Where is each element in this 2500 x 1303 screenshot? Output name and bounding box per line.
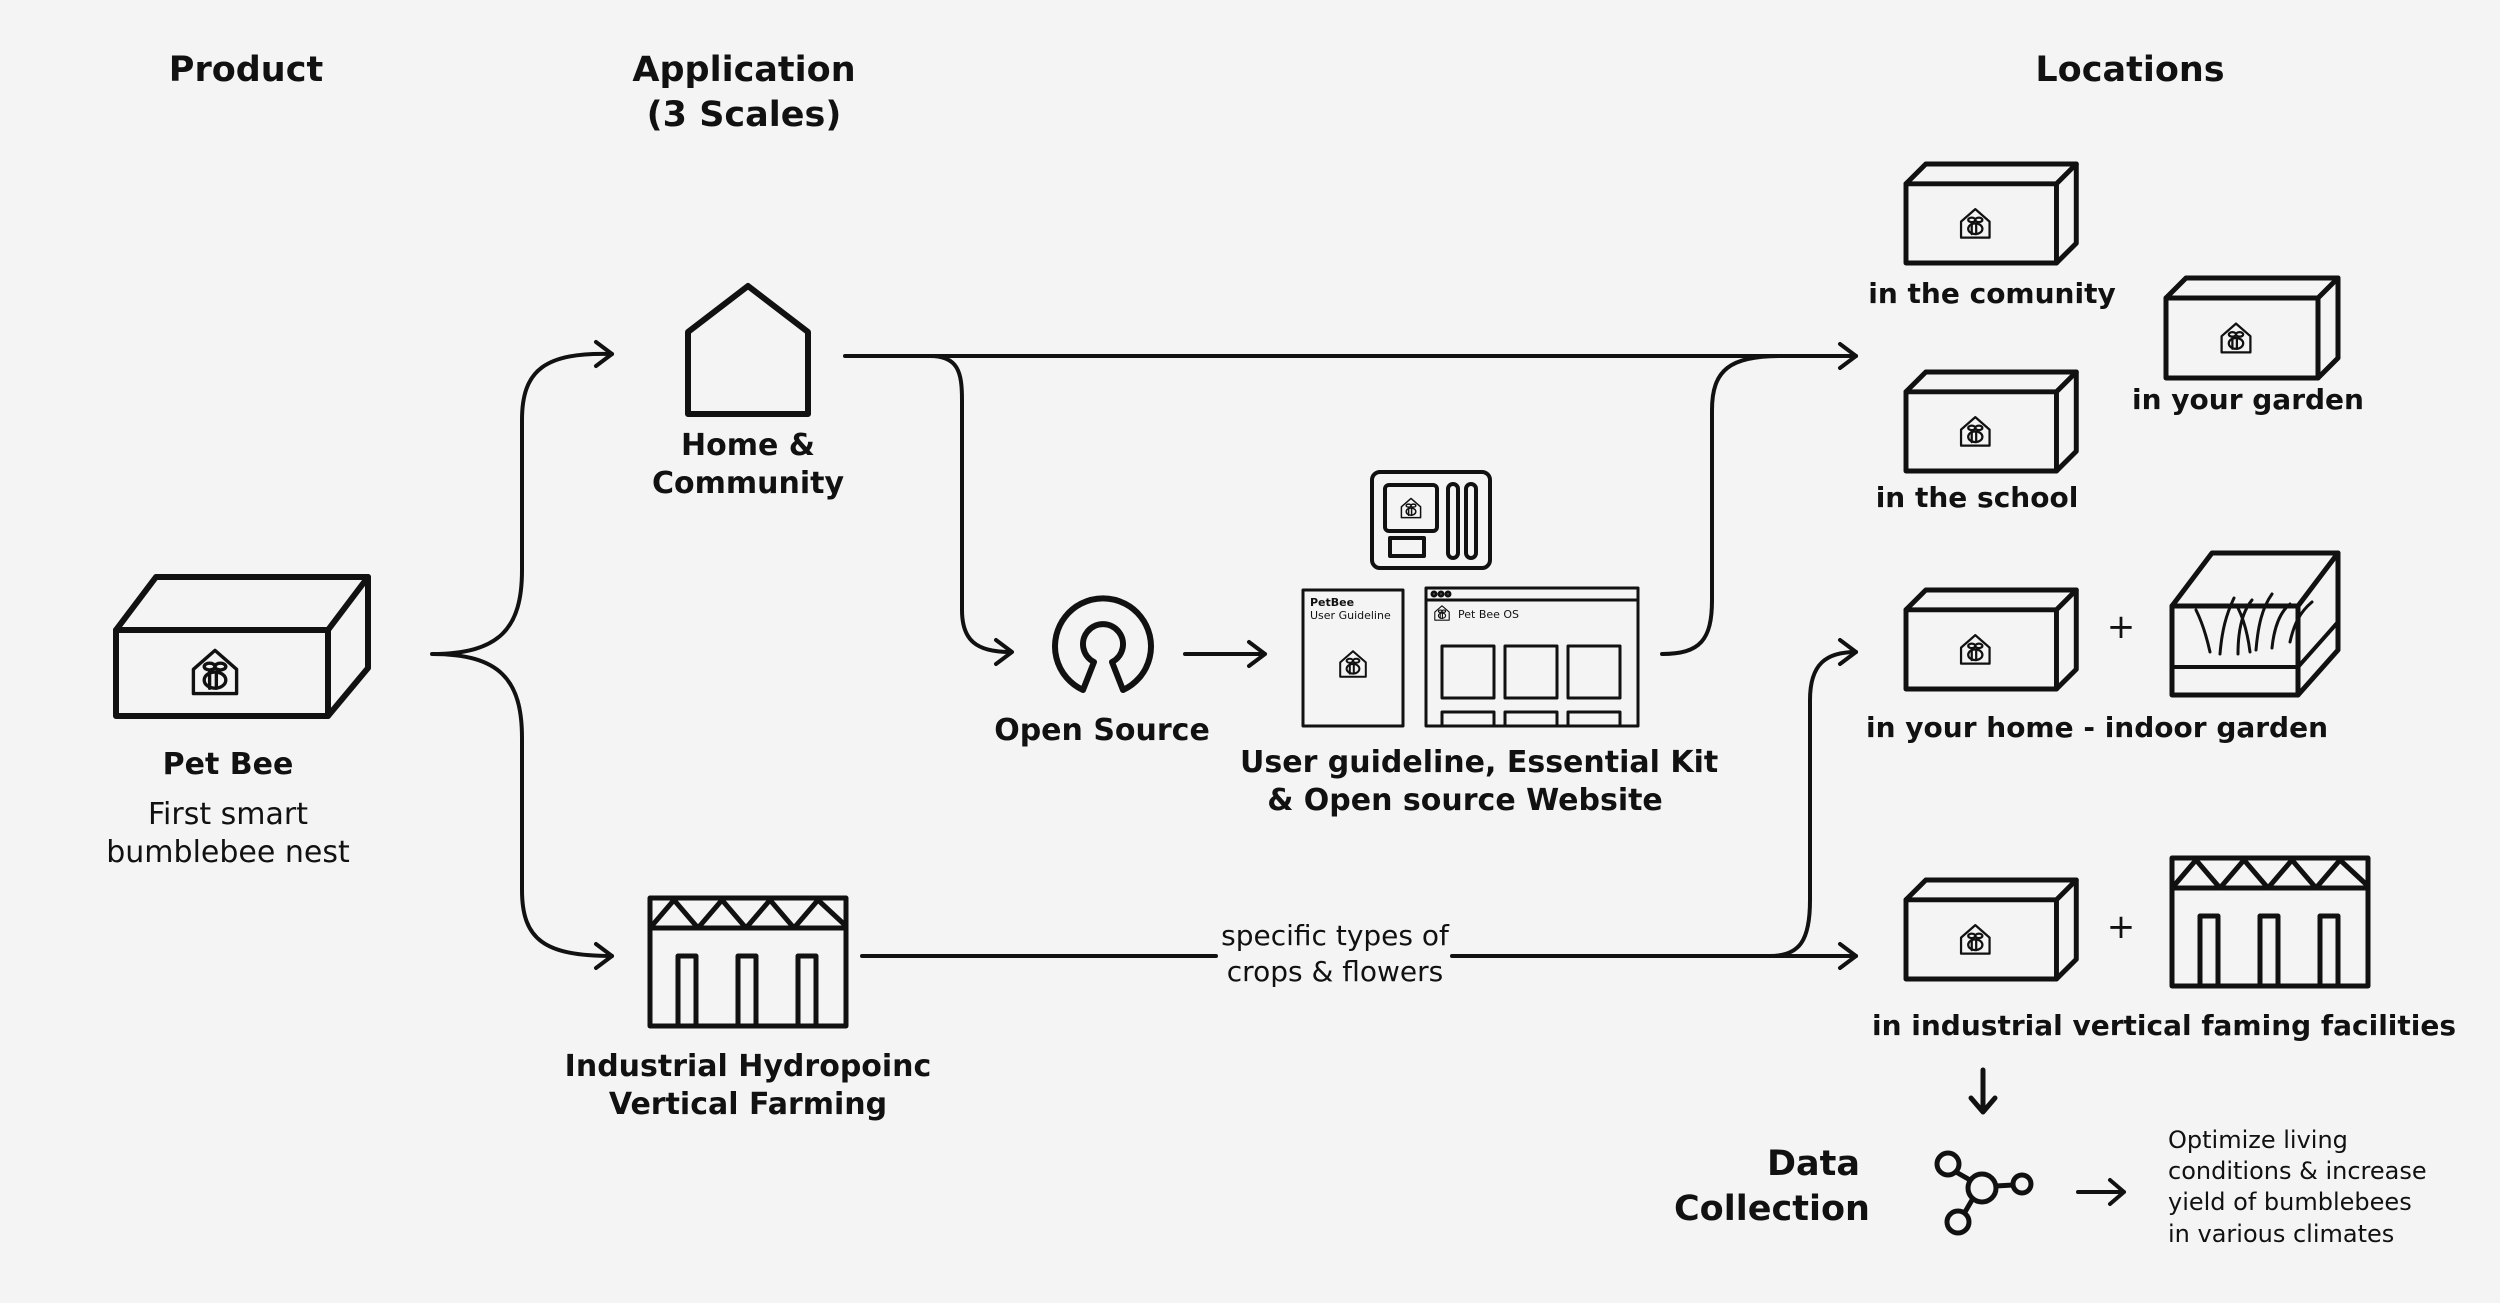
greenhouse-icon xyxy=(650,898,846,1026)
header-application: Application(3 Scales) xyxy=(632,50,856,135)
data-collection-outcome: Optimize living conditions & increase yi… xyxy=(2168,1126,2427,1248)
plus-sign: + xyxy=(2106,907,2136,947)
open-source-icon xyxy=(1052,595,1154,693)
school-nest-icon xyxy=(1906,372,2076,471)
location-school-label: in the school xyxy=(1875,481,2079,514)
header-locations: Locations xyxy=(2035,50,2225,90)
kit-label: User guideline, Essential Kit& Open sour… xyxy=(1240,745,1719,819)
arrowhead xyxy=(1838,942,1858,970)
arrowhead xyxy=(1838,342,1858,370)
open-source-to-locations-line xyxy=(1660,354,1782,656)
application-home-label: Home &Community xyxy=(651,428,845,502)
location-garden-label: in your garden xyxy=(2132,383,2364,416)
community-nest-icon xyxy=(1906,164,2076,263)
svg-text:Pet Bee OS: Pet Bee OS xyxy=(1458,608,1519,621)
industrial-nest-icon xyxy=(1906,880,2076,979)
booklet-icon: PetBee User Guideline xyxy=(1301,588,1405,728)
location-community-label: in the comunity xyxy=(1868,277,2116,310)
product-name: Pet Bee xyxy=(162,747,294,782)
house-icon xyxy=(685,283,811,417)
plus-sign: + xyxy=(2106,607,2136,647)
svg-text:User Guideline: User Guideline xyxy=(1310,609,1391,622)
arrow xyxy=(2076,1178,2126,1206)
garden-nest-icon xyxy=(2166,278,2338,378)
nest-box-icon xyxy=(113,574,371,719)
location-industrial-label: in industrial vertical faming facilities xyxy=(1872,1009,2457,1042)
open-source-label: Open Source xyxy=(994,713,1210,748)
to-indoor-garden-line xyxy=(1768,650,1858,958)
svg-text:PetBee: PetBee xyxy=(1310,596,1354,609)
essential-kit-icon xyxy=(1370,470,1492,570)
arrowhead xyxy=(594,340,614,970)
branch-connector xyxy=(430,351,614,958)
arrow-down xyxy=(1968,1067,1998,1115)
home-nest-icon xyxy=(1906,590,2076,689)
arrow xyxy=(1183,640,1267,668)
arrowhead xyxy=(1838,638,1858,666)
website-icon: Pet Bee OS xyxy=(1424,586,1640,728)
indoor-garden-icon xyxy=(2169,550,2341,698)
location-home-label: in your home - indoor garden xyxy=(1866,711,2329,744)
to-open-source-line xyxy=(928,354,1012,654)
greenhouse-location-icon xyxy=(2172,858,2368,986)
arrowhead xyxy=(994,638,1014,666)
network-icon xyxy=(1934,1150,2034,1236)
